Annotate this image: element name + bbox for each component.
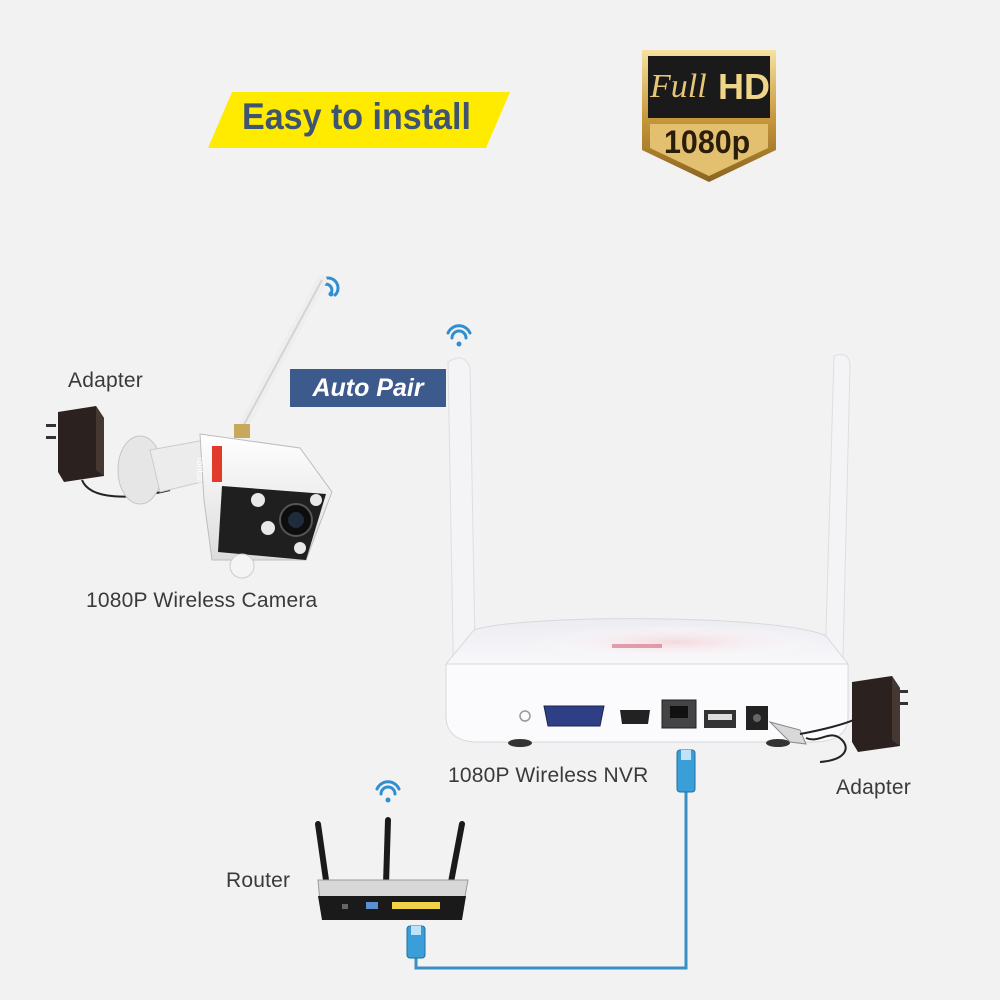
- ethernet-cable: [406, 749, 696, 970]
- headline-banner: [208, 92, 510, 148]
- nvr-label: 1080P Wireless NVR: [448, 764, 649, 787]
- headline-text: Easy to install: [242, 96, 471, 137]
- badge-full-text: Full: [650, 68, 707, 105]
- adapter-icon: [799, 676, 908, 763]
- auto-pair-label: Auto Pair: [290, 369, 446, 407]
- ethernet-plug-icon: [676, 749, 696, 793]
- wifi-icon: [375, 780, 401, 803]
- router-label: Router: [226, 869, 291, 892]
- badge-1080p-text: 1080p: [664, 124, 751, 160]
- full-hd-badge: [642, 50, 776, 182]
- router-icon: [315, 817, 469, 920]
- nvr-icon: [444, 353, 851, 747]
- wifi-icon: [446, 324, 472, 347]
- badge-hd-text: HD: [718, 66, 770, 107]
- camera-adapter-label: Adapter: [68, 369, 143, 392]
- camera-brand-label: Tonton: [195, 456, 205, 484]
- adapter-icon: [46, 406, 171, 498]
- nvr-adapter-label: Adapter: [836, 776, 911, 799]
- camera-icon: [117, 275, 333, 579]
- ethernet-plug-icon: [406, 925, 426, 959]
- camera-label: 1080P Wireless Camera: [86, 589, 318, 612]
